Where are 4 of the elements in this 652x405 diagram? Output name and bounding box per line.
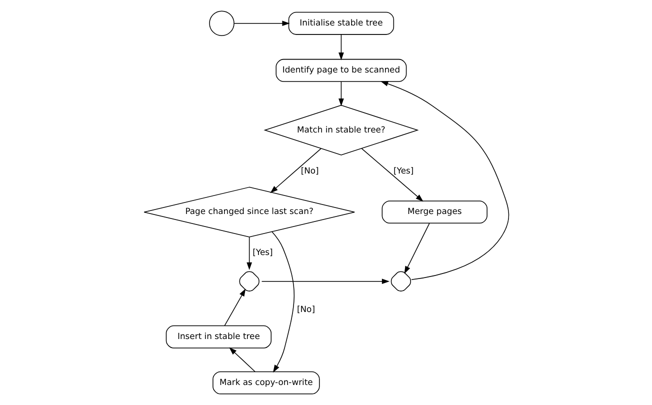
edge-label: [No]	[300, 165, 318, 176]
edge-label: [Yes]	[252, 247, 272, 258]
edge-label: [No]	[296, 304, 314, 314]
edge-label: [Yes]	[393, 165, 414, 176]
